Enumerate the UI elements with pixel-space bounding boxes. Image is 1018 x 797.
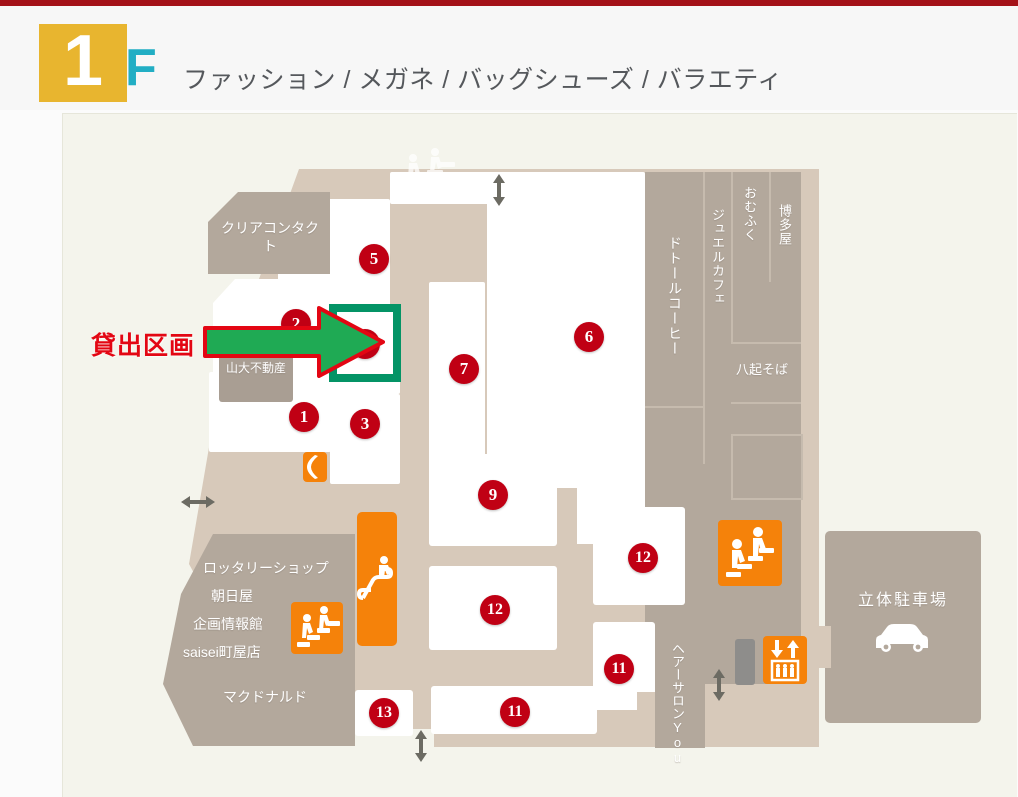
block-real-estate [219, 354, 293, 402]
marker-6[interactable]: 6 [574, 322, 604, 352]
stairs-icon-top [397, 146, 459, 196]
floor-letter: F [125, 39, 157, 97]
block-clear-contact [208, 192, 330, 274]
parking-bridge [803, 626, 831, 668]
shop-label-clear-contact: クリアコンタクト [221, 220, 319, 254]
se-inner-outline [731, 434, 803, 500]
rental-label: 貸出区画 [91, 332, 196, 360]
shop-label-doutor: ドトールコーヒー [667, 236, 683, 356]
block-northeast [645, 172, 801, 524]
entrance-arrow-icon-east [711, 669, 727, 701]
ne-divider-4 [731, 342, 801, 344]
shop-label-yaoki-soba: 八起そば [736, 362, 789, 377]
elevator-shaft [735, 639, 755, 685]
stairs-icon-southwest [291, 602, 343, 654]
ne-divider-2 [731, 172, 733, 344]
shop-label-kikaku: 企画情報館 [193, 616, 263, 632]
ne-divider-5 [731, 402, 801, 404]
floor-map[interactable]: クリアコンタクト 山大不動産 ロッタリーショップ 朝日屋 企画情報館 saise… [62, 113, 1017, 797]
shop-label-jewel-cafe: ジュエルカフェ [710, 208, 725, 306]
entrance-arrow-icon-top [491, 174, 507, 206]
marker-12-center[interactable]: 12 [480, 595, 510, 625]
car-icon [870, 622, 934, 658]
floor-categories: ファッション / メガネ / バッグシューズ / バラエティ [183, 66, 783, 94]
tenant-unit-3[interactable] [330, 394, 400, 484]
marker-13[interactable]: 13 [369, 698, 399, 728]
tenant-unit-7[interactable] [429, 282, 485, 486]
marker-11-east[interactable]: 11 [604, 654, 634, 684]
elevator-icon [763, 636, 807, 684]
shop-label-parking: 立体駐車場 [857, 592, 948, 609]
ne-divider-1 [703, 172, 705, 464]
escalator-icon-center [357, 512, 397, 646]
marker-12-east[interactable]: 12 [628, 543, 658, 573]
pointer-arrow-icon [203, 306, 385, 378]
floor-header: 1 F ファッション / メガネ / バッグシューズ / バラエティ [0, 6, 1018, 110]
escalator-icon-east [718, 520, 782, 586]
marker-9[interactable]: 9 [478, 480, 508, 510]
shop-label-asahiya: 朝日屋 [211, 588, 253, 604]
marker-7[interactable]: 7 [449, 354, 479, 384]
marker-11-south[interactable]: 11 [500, 697, 530, 727]
shop-label-hakataya: 博多屋 [777, 204, 792, 246]
shop-label-hair-salon: ヘアーサロンYou [670, 642, 685, 765]
block-hair-salon [655, 632, 705, 748]
ne-divider-3 [769, 172, 771, 282]
entrance-arrow-icon-south [413, 730, 429, 762]
marker-5[interactable]: 5 [359, 244, 389, 274]
shop-label-saisei: saisei町屋店 [183, 644, 261, 660]
telephone-icon [303, 452, 327, 482]
tenant-unit-7b[interactable] [487, 282, 545, 486]
floor-badge: 1 [39, 21, 127, 102]
marker-1[interactable]: 1 [289, 402, 319, 432]
shop-label-real-estate: 山大不動産 [225, 361, 286, 375]
floor-number: 1 [62, 21, 104, 101]
marker-3[interactable]: 3 [350, 409, 380, 439]
ne-divider-6 [645, 406, 703, 408]
top-accent-bar [0, 0, 1018, 6]
entrance-arrow-icon-west [181, 494, 215, 510]
shop-label-mcdonald: マクドナルド [223, 689, 307, 705]
shop-label-lottery: ロッタリーショップ [203, 560, 329, 576]
shop-label-omufuku: おむふく [742, 186, 757, 242]
